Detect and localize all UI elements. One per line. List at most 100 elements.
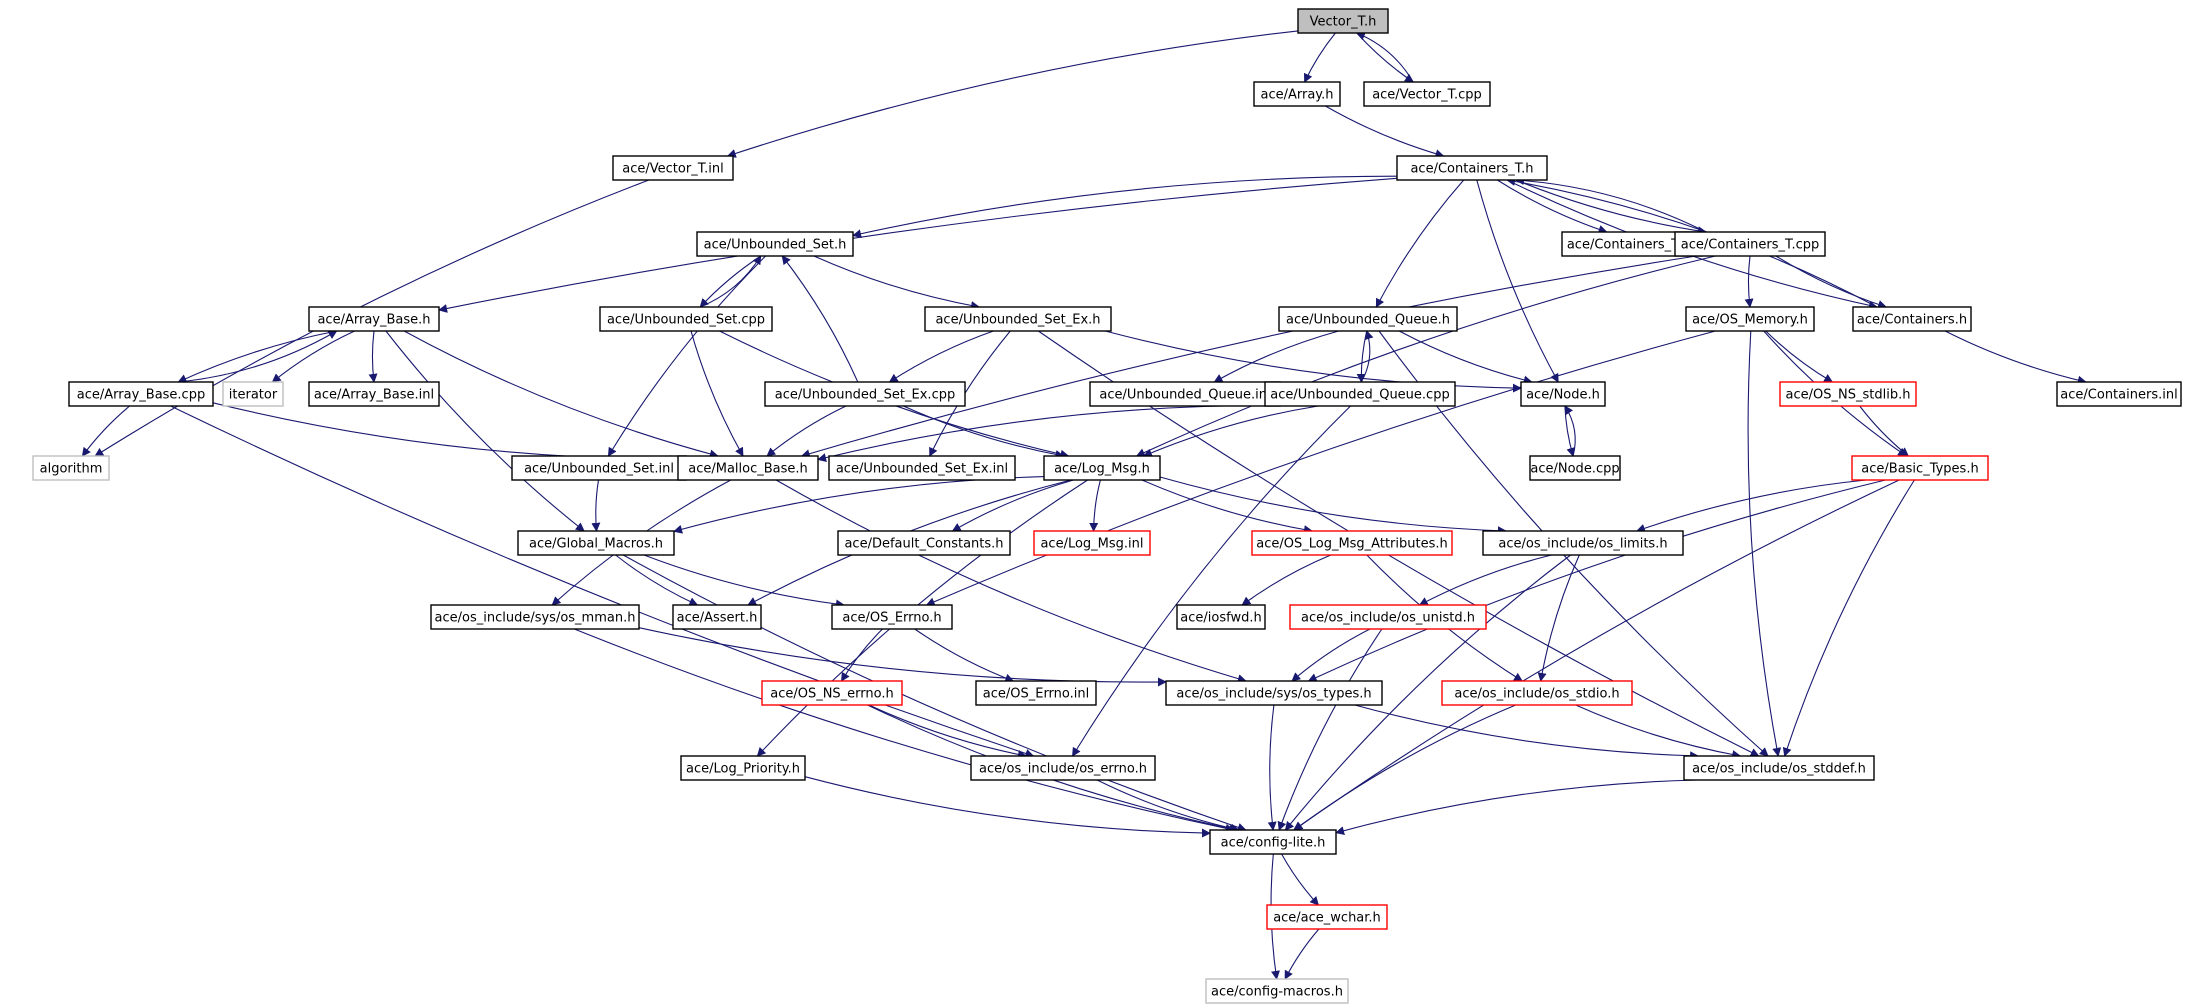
node-log-msg-inl[interactable]: ace/Log_Msg.inl [1033,530,1151,556]
edge-array-base-cpp-to-algorithm [81,405,130,457]
edge-global-macros-h-to-assert-h [615,554,699,606]
edge-vector-t-cpp-to-vector-t-h [1355,31,1414,83]
node-basic-types-h[interactable]: ace/Basic_Types.h [1851,455,1989,481]
edge-array-base-h-to-iterator [271,330,355,383]
node-os-errno-inl[interactable]: ace/OS_Errno.inl [975,680,1097,706]
node-unbounded-queue-h[interactable]: ace/Unbounded_Queue.h [1278,306,1458,332]
edge-unbounded-queue-h-to-unbounded-queue-cpp [1356,330,1368,383]
edge-os-unistd-h-to-config-lite-h [1277,628,1383,831]
node-os-errno-os-h[interactable]: ace/os_include/os_errno.h [970,755,1156,781]
node-unbounded-set-ex-inl[interactable]: ace/Unbounded_Set_Ex.inl [828,455,1016,481]
edge-os-ns-errno-h-to-os-errno-os-h [868,704,1027,759]
node-os-unistd-h[interactable]: ace/os_include/os_unistd.h [1289,604,1487,630]
node-os-limits-h[interactable]: ace/os_include/os_limits.h [1482,530,1684,556]
edge-containers-h-to-containers-inl [1944,330,2087,385]
node-unbounded-set-ex-h[interactable]: ace/Unbounded_Set_Ex.h [924,306,1112,332]
node-label: ace/Containers.h [1857,313,1967,328]
edge-basic-types-h-to-os-limits-h [1636,479,1867,533]
edge-vector-t-h-to-vector-t-inl [726,30,1299,158]
edge-log-msg-h-to-os-limits-h [1159,476,1507,536]
edge-os-errno-h-to-os-errno-inl [914,628,1015,683]
node-label: Vector_T.h [1310,15,1377,30]
edge-log-msg-h-to-os-log-msg-attributes-h [1141,479,1313,535]
node-label: ace/os_include/os_stdio.h [1454,687,1619,702]
edge-containers-t-h-to-node-h [1476,179,1559,383]
node-containers-t-inl[interactable]: ace/Containers_T.inl [1561,231,1703,257]
node-array-base-cpp[interactable]: ace/Array_Base.cpp [68,381,214,407]
node-label: ace/Malloc_Base.h [688,462,808,477]
node-array-h[interactable]: ace/Array.h [1253,81,1341,107]
edge-unbounded-queue-cpp-to-log-msg-h [1142,405,1319,458]
node-ace-wchar-h[interactable]: ace/ace_wchar.h [1266,904,1388,930]
edge-unbounded-set-ex-cpp-to-log-msg-h [903,405,1065,459]
edge-sys-os-mman-h-to-config-lite-h [574,628,1235,833]
node-node-cpp[interactable]: ace/Node.cpp [1529,455,1621,481]
edge-basic-types-h-to-config-lite-h [1293,479,1900,831]
edge-containers-t-h-to-unbounded-set-h [852,175,1398,239]
node-iosfwd-h[interactable]: ace/iosfwd.h [1176,604,1266,630]
node-config-lite-h[interactable]: ace/config-lite.h [1209,829,1337,855]
node-label: ace/Default_Constants.h [844,537,1003,552]
edge-sys-os-types-h-to-config-lite-h [1267,704,1277,831]
node-iterator: iterator [222,381,284,407]
node-os-stdio-h[interactable]: ace/os_include/os_stdio.h [1441,680,1633,706]
node-label: ace/Log_Msg.inl [1040,537,1143,552]
node-malloc-base-h[interactable]: ace/Malloc_Base.h [677,455,819,481]
node-unbounded-queue-cpp[interactable]: ace/Unbounded_Queue.cpp [1264,381,1456,407]
node-os-stddef-h[interactable]: ace/os_include/os_stddef.h [1683,755,1875,781]
node-label: ace/Unbounded_Queue.cpp [1270,388,1449,403]
node-unbounded-set-h[interactable]: ace/Unbounded_Set.h [696,231,854,257]
node-label: ace/Vector_T.cpp [1372,88,1482,103]
node-label: ace/OS_Log_Msg_Attributes.h [1256,537,1447,552]
node-array-base-inl[interactable]: ace/Array_Base.inl [308,381,440,407]
edge-unbounded-set-h-to-unbounded-set-ex-h [813,255,980,310]
edge-os-errno-h-to-os-ns-errno-h [841,628,883,682]
node-log-msg-h[interactable]: ace/Log_Msg.h [1043,455,1161,481]
edge-os-ns-stdlib-h-to-basic-types-h [1859,405,1909,457]
edge-containers-t-h-to-unbounded-queue-h [1375,179,1465,308]
edge-unbounded-queue-cpp-to-os-errno-os-h [1072,405,1351,757]
node-containers-t-cpp[interactable]: ace/Containers_T.cpp [1674,231,1826,257]
edge-array-base-h-to-array-base-inl [368,330,378,383]
edge-array-h-to-containers-t-h [1325,105,1445,159]
node-array-base-h[interactable]: ace/Array_Base.h [308,306,440,332]
node-global-macros-h[interactable]: ace/Global_Macros.h [517,530,675,556]
node-label: ace/OS_Errno.inl [983,687,1089,702]
node-os-log-msg-attributes-h[interactable]: ace/OS_Log_Msg_Attributes.h [1251,530,1453,556]
node-label: ace/Array_Base.cpp [77,388,205,403]
node-unbounded-queue-inl[interactable]: ace/Unbounded_Queue.inl [1089,381,1281,407]
edge-os-unistd-h-to-sys-os-types-h [1291,628,1371,682]
node-vector-t-inl[interactable]: ace/Vector_T.inl [612,155,734,181]
node-containers-t-h[interactable]: ace/Containers_T.h [1396,155,1548,181]
node-os-memory-h[interactable]: ace/OS_Memory.h [1685,306,1815,332]
edge-config-lite-h-to-ace-wchar-h [1281,853,1320,906]
node-os-ns-errno-h[interactable]: ace/OS_NS_errno.h [761,680,903,706]
node-log-priority-h[interactable]: ace/Log_Priority.h [680,755,806,781]
node-sys-os-types-h[interactable]: ace/os_include/sys/os_types.h [1165,680,1383,706]
edge-os-limits-h-to-os-stdio-h [1537,554,1580,682]
node-sys-os-mman-h[interactable]: ace/os_include/sys/os_mman.h [430,604,640,630]
node-unbounded-set-cpp[interactable]: ace/Unbounded_Set.cpp [599,306,773,332]
edge-array-base-cpp-to-os-errno-os-h [170,405,1035,758]
node-label: ace/Array_Base.inl [314,388,434,403]
node-label: ace/Unbounded_Set_Ex.inl [836,462,1008,477]
node-node-h[interactable]: ace/Node.h [1520,381,1606,407]
node-vector-t-cpp[interactable]: ace/Vector_T.cpp [1363,81,1491,107]
node-vector-t-h[interactable]: Vector_T.h [1297,8,1389,34]
node-assert-h[interactable]: ace/Assert.h [672,604,762,630]
node-label: ace/OS_Errno.h [842,611,941,626]
node-label: ace/config-lite.h [1221,836,1326,851]
node-os-ns-stdlib-h[interactable]: ace/OS_NS_stdlib.h [1779,381,1917,407]
node-containers-h[interactable]: ace/Containers.h [1852,306,1972,332]
node-unbounded-set-ex-cpp[interactable]: ace/Unbounded_Set_Ex.cpp [764,381,966,407]
edge-unbounded-set-ex-cpp-to-malloc-base-h [766,405,847,457]
node-label: ace/Unbounded_Set.h [704,238,847,253]
node-os-errno-h[interactable]: ace/OS_Errno.h [831,604,953,630]
node-label: ace/Array.h [1260,88,1333,103]
node-label: ace/Log_Priority.h [686,762,800,777]
node-config-macros-h: ace/config-macros.h [1205,978,1349,1004]
node-containers-inl[interactable]: ace/Containers.inl [2056,381,2182,407]
node-default-constants-h[interactable]: ace/Default_Constants.h [837,530,1011,556]
node-unbounded-set-inl[interactable]: ace/Unbounded_Set.inl [511,455,687,481]
edge-unbounded-queue-h-to-node-h [1398,330,1533,385]
